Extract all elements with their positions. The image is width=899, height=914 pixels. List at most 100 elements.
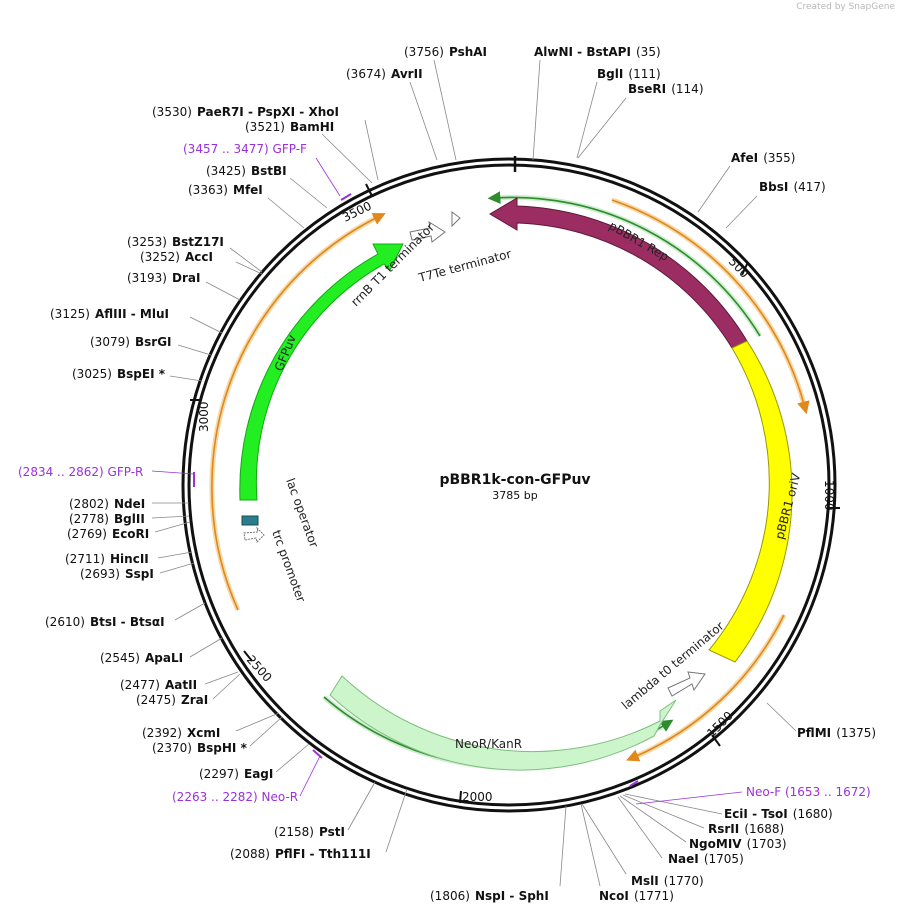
enzyme-bamhi-name: BamHI xyxy=(290,120,334,134)
enzyme-mlui[interactable]: (3125) AflIII - MluI xyxy=(50,303,169,322)
enzyme-bsrgi-pos: (3079) xyxy=(90,335,130,349)
enzyme-ndei[interactable]: (2802) NdeI xyxy=(69,493,145,512)
primer-gfp-r[interactable]: (2834 .. 2862) GFP-R xyxy=(18,465,143,479)
feature-gfpuv[interactable] xyxy=(239,243,404,501)
enzyme-acci-name: AccI xyxy=(185,250,213,264)
enzyme-msli[interactable]: MslI (1770) xyxy=(631,870,704,889)
enzyme-avrii[interactable]: (3674) AvrII xyxy=(346,63,423,82)
enzyme-drai-name: DraI xyxy=(172,271,200,285)
enzyme-tsoi-name: EciI - TsoI xyxy=(724,807,788,821)
enzyme-rsrii[interactable]: RsrII (1688) xyxy=(708,818,784,837)
enzyme-tsoi-pos: (1680) xyxy=(793,807,833,821)
green-arc-top-line xyxy=(487,191,761,337)
enzyme-alwni-name: AlwNI - BstAPI xyxy=(534,45,631,59)
leader-avrii xyxy=(409,81,438,161)
enzyme-bamhi[interactable]: (3521) BamHI xyxy=(245,116,334,135)
enzyme-naei[interactable]: NaeI (1705) xyxy=(668,848,744,867)
tick-mark-2000 xyxy=(459,790,462,804)
enzyme-bseri[interactable]: BseRI (114) xyxy=(628,78,704,97)
lac-operator-label: lac operator xyxy=(283,476,321,549)
feature-pbbr1-oriv[interactable] xyxy=(708,340,793,663)
enzyme-zrai-pos: (2475) xyxy=(136,693,176,707)
enzyme-bsrgi[interactable]: (3079) BsrGI xyxy=(90,331,172,350)
small-features: rrnB T1 terminator T7Te terminator lambd… xyxy=(241,211,727,712)
enzyme-eagi[interactable]: (2297) EagI xyxy=(199,763,273,782)
primer-mark-neo-f xyxy=(629,780,639,787)
enzyme-bglii[interactable]: (2778) BglII xyxy=(69,508,145,527)
enzyme-msli-pos: (1770) xyxy=(664,874,704,888)
enzyme-btsi[interactable]: (2610) BtsI - BtsαI xyxy=(45,611,165,630)
enzyme-aatii[interactable]: (2477) AatII xyxy=(120,674,197,693)
orange-arc-right-line xyxy=(611,199,810,415)
enzyme-apali[interactable]: (2545) ApaLI xyxy=(100,647,183,666)
enzyme-apali-name: ApaLI xyxy=(145,651,183,665)
primer-neo-r[interactable]: (2263 .. 2282) Neo-R xyxy=(172,790,298,804)
enzyme-drai[interactable]: (3193) DraI xyxy=(127,267,200,286)
enzyme-apali-pos: (2545) xyxy=(100,651,140,665)
enzyme-hincii-name: HincII xyxy=(110,552,149,566)
enzyme-tth111i[interactable]: (2088) PflFI - Tth111I xyxy=(230,843,371,862)
primer-neo-f[interactable]: Neo-F (1653 .. 1672) xyxy=(746,785,871,799)
lambda-t0-terminator-label: lambda t0 terminator xyxy=(619,619,727,712)
enzyme-rsrii-name: RsrII xyxy=(708,822,739,836)
enzyme-ngomiv[interactable]: NgoMIV (1703) xyxy=(689,833,787,852)
enzyme-mfei[interactable]: (3363) MfeI xyxy=(188,179,263,198)
enzyme-psti-name: PstI xyxy=(319,825,345,839)
enzyme-sspi[interactable]: (2693) SspI xyxy=(80,563,154,582)
enzyme-pflmi[interactable]: PflMI (1375) xyxy=(797,722,876,741)
leader-bsphi xyxy=(249,716,283,747)
enzyme-mfei-name: MfeI xyxy=(233,183,263,197)
enzyme-zrai[interactable]: (2475) ZraI xyxy=(136,689,208,708)
enzyme-pshai[interactable]: (3756) PshAI xyxy=(404,41,487,60)
primer-neo-f-range: (1653 .. 1672) xyxy=(785,785,871,799)
leader-btsi xyxy=(174,602,206,621)
leader-psti xyxy=(347,781,376,831)
enzyme-bgli[interactable]: BglI (111) xyxy=(597,63,661,82)
leader-bseri xyxy=(577,97,627,159)
feature-neor-kanr[interactable] xyxy=(329,675,677,771)
enzyme-afei[interactable]: AfeI (355) xyxy=(731,147,796,166)
enzyme-bstbi-pos: (3425) xyxy=(206,164,246,178)
enzyme-bsphi[interactable]: (2370) BspHI * xyxy=(152,737,248,756)
trc-promoter-icon xyxy=(243,526,265,543)
enzyme-bstz17i[interactable]: (3253) BstZ17I xyxy=(127,231,224,250)
primer-gfp-f[interactable]: (3457 .. 3477) GFP-F xyxy=(183,142,307,156)
primer-gfp-f-range: (3457 .. 3477) xyxy=(183,142,269,156)
enzyme-bspei[interactable]: (3025) BspEI * xyxy=(72,363,166,382)
leader-bgli xyxy=(576,81,598,159)
enzyme-bgli-pos: (111) xyxy=(628,67,660,81)
primer-marks xyxy=(193,193,639,787)
backbone-outer xyxy=(181,157,837,813)
leader-pflmi xyxy=(766,702,797,732)
leader-hincii xyxy=(157,551,193,559)
enzyme-ecori[interactable]: (2769) EcoRI xyxy=(67,523,149,542)
leader-tsoi xyxy=(624,793,723,815)
enzyme-bbsi[interactable]: BbsI (417) xyxy=(759,176,826,195)
enzyme-acci[interactable]: (3252) AccI xyxy=(140,246,213,265)
leader-bspei xyxy=(169,375,203,382)
leader-tth111i xyxy=(385,788,408,853)
feature-label-gfpuv: GFPuv xyxy=(272,333,299,373)
primer-gfp-r-name: GFP-R xyxy=(108,465,144,479)
primer-neo-f-name: Neo-F xyxy=(746,785,781,799)
enzyme-bstz17i-pos: (3253) xyxy=(127,235,167,249)
leader-neo-f xyxy=(635,791,743,805)
enzyme-bstbi[interactable]: (3425) BstBI xyxy=(206,160,287,179)
enzyme-tsoi[interactable]: EciI - TsoI (1680) xyxy=(724,803,833,822)
enzyme-xhoi[interactable]: (3530) PaeR7I - PspXI - XhoI xyxy=(152,101,339,120)
leader-bsrgi xyxy=(177,344,212,356)
enzyme-sphi[interactable]: (1806) NspI - SphI xyxy=(430,885,549,904)
primer-labels: (3457 .. 3477) GFP-F (2834 .. 2862) GFP-… xyxy=(18,142,871,804)
enzyme-hincii[interactable]: (2711) HincII xyxy=(65,548,149,567)
feature-pbbr1-rep[interactable] xyxy=(489,197,748,349)
enzyme-bgli-name: BglI xyxy=(597,67,623,81)
tick-mark-3500 xyxy=(365,183,373,197)
enzyme-psti[interactable]: (2158) PstI xyxy=(274,821,345,840)
enzyme-alwni[interactable]: AlwNI - BstAPI (35) xyxy=(534,41,661,60)
tick-label-1000: 1000 xyxy=(822,480,836,511)
enzyme-xcmi-pos: (2392) xyxy=(142,726,182,740)
enzyme-ncoi[interactable]: NcoI (1771) xyxy=(599,885,674,904)
enzyme-xcmi[interactable]: (2392) XcmI xyxy=(142,722,220,741)
primer-mark-gfp-f xyxy=(340,193,352,201)
